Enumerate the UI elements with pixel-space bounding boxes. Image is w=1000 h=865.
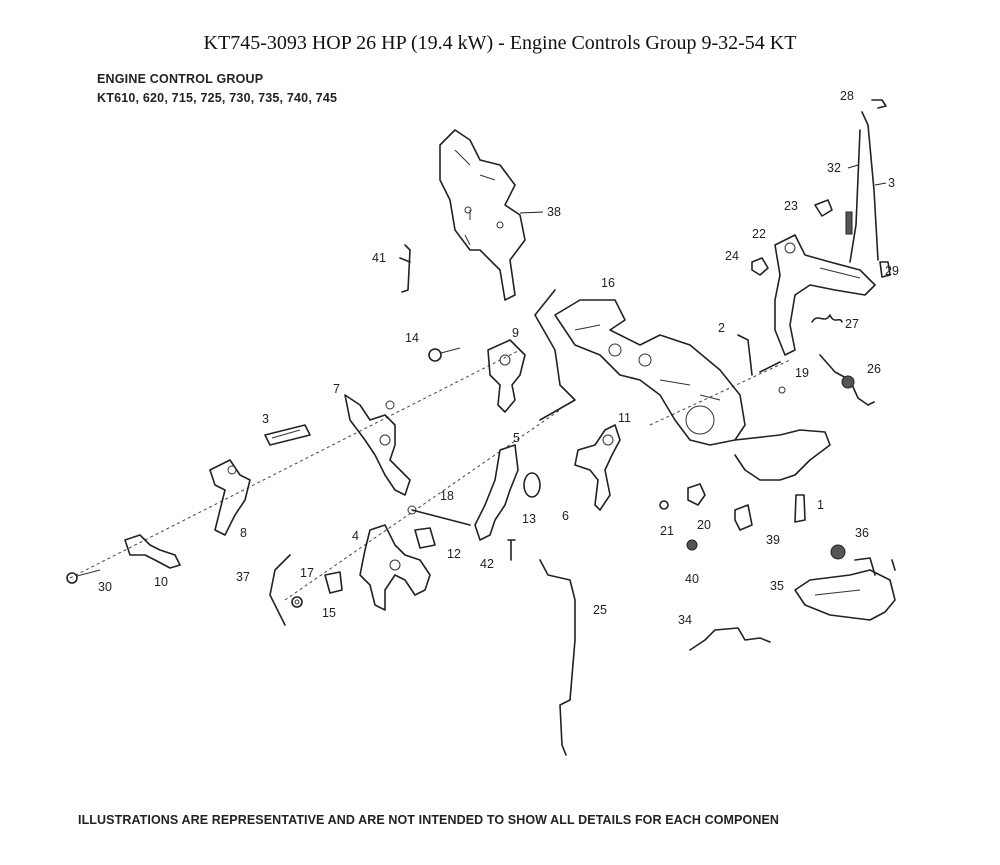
part-39-clip xyxy=(734,504,753,531)
callout-38: 38 xyxy=(547,205,561,219)
callout-21: 21 xyxy=(660,524,674,538)
callout-36: 36 xyxy=(855,526,869,540)
part-8-lever xyxy=(209,459,251,536)
callout-41: 41 xyxy=(372,251,386,265)
callout-27: 27 xyxy=(845,317,859,331)
part-27-spring xyxy=(811,314,843,323)
callout-4: 4 xyxy=(352,529,359,543)
callout-8: 8 xyxy=(240,526,247,540)
callout-19: 19 xyxy=(795,366,809,380)
part-23-washer xyxy=(814,199,833,217)
assembly-axis xyxy=(69,349,521,579)
part-15-washer xyxy=(291,596,303,608)
callout-18: 18 xyxy=(440,489,454,503)
part-32-spring xyxy=(845,211,853,235)
callout-9: 9 xyxy=(512,326,519,340)
part-32-cable xyxy=(849,129,861,263)
part-34-rod xyxy=(689,627,771,651)
part-17-nut xyxy=(324,571,343,594)
part-25-rod xyxy=(539,559,576,756)
part-12-spacer xyxy=(414,527,436,549)
part-9-arm xyxy=(487,339,526,413)
callout-35: 35 xyxy=(770,579,784,593)
callout-24: 24 xyxy=(725,249,739,263)
callout-20: 20 xyxy=(697,518,711,532)
part-5-lever xyxy=(474,444,519,541)
part-10-lever xyxy=(124,534,181,569)
callout-5: 5 xyxy=(513,431,520,445)
part-11-lever xyxy=(574,424,621,511)
callout-34: 34 xyxy=(678,613,692,627)
disclaimer-footer: ILLUSTRATIONS ARE REPRESENTATIVE AND ARE… xyxy=(78,813,780,827)
callout-26: 26 xyxy=(867,362,881,376)
part-30-screw xyxy=(66,569,101,584)
assembly-axis xyxy=(649,359,791,426)
part-21-screw xyxy=(659,500,669,510)
callout-13: 13 xyxy=(522,512,536,526)
part-36-bushing xyxy=(830,544,846,560)
callout-22: 22 xyxy=(752,227,766,241)
part-41-clip xyxy=(399,244,411,293)
callout-12: 12 xyxy=(447,547,461,561)
callout-7: 7 xyxy=(333,382,340,396)
part-18-bolt xyxy=(407,505,471,526)
callout-2: 2 xyxy=(718,321,725,335)
part-3-spacer xyxy=(264,424,311,446)
callout-1: 1 xyxy=(817,498,824,512)
callout-3b: 3 xyxy=(262,412,269,426)
page-title: KT745-3093 HOP 26 HP (19.4 kW) - Engine … xyxy=(203,32,797,54)
group-name: ENGINE CONTROL GROUP xyxy=(97,72,264,86)
callout-40: 40 xyxy=(685,572,699,586)
callout-29: 29 xyxy=(885,264,899,278)
callout-10: 10 xyxy=(154,575,168,589)
part-19-pin xyxy=(759,361,786,394)
callout-3: 3 xyxy=(888,176,895,190)
part-28-clip xyxy=(871,99,887,109)
part-7-lever xyxy=(344,394,411,496)
part-16-control-plate xyxy=(554,299,831,481)
part-4-lever xyxy=(359,524,431,611)
part-22-upper-lever xyxy=(774,234,876,356)
callout-37: 37 xyxy=(236,570,250,584)
callout-14: 14 xyxy=(405,331,419,345)
model-list: KT610, 620, 715, 725, 730, 735, 740, 745 xyxy=(97,91,338,105)
assembly-axis xyxy=(284,409,561,601)
part-2-rod xyxy=(737,334,753,376)
part-26-spring xyxy=(819,354,875,406)
callout-39: 39 xyxy=(766,533,780,547)
callout-15: 15 xyxy=(322,606,336,620)
callout-16: 16 xyxy=(601,276,615,290)
part-20-nut xyxy=(687,483,706,506)
part-24-nut xyxy=(751,257,769,276)
callout-30: 30 xyxy=(98,580,112,594)
callout-17: 17 xyxy=(300,566,314,580)
part-42-screw xyxy=(507,539,516,561)
part-13-washer xyxy=(523,472,541,498)
callout-6: 6 xyxy=(562,509,569,523)
callout-25: 25 xyxy=(593,603,607,617)
part-37-rod xyxy=(269,554,291,626)
part-14-screw xyxy=(428,347,461,362)
linkage-rod xyxy=(534,289,576,421)
callout-23: 23 xyxy=(784,199,798,213)
part-1-bolt xyxy=(794,494,806,523)
callout-42: 42 xyxy=(480,557,494,571)
part-38-bracket xyxy=(439,129,526,301)
part-35-base-bracket xyxy=(794,557,896,621)
callout-11: 11 xyxy=(618,411,631,425)
part-40-nut xyxy=(686,539,698,551)
callout-32: 32 xyxy=(827,161,841,175)
part-29-screw xyxy=(879,261,891,278)
callout-28: 28 xyxy=(840,89,854,103)
part-3-cable-housing xyxy=(861,111,879,261)
